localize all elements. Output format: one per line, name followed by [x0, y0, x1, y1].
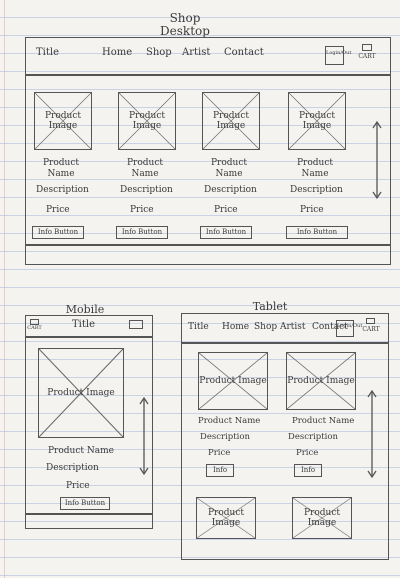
tablet-product-image: Product Image — [292, 497, 352, 539]
desktop-cart-label: CART — [358, 53, 376, 60]
desktop-scroll-arrow[interactable] — [371, 120, 383, 200]
product-price: Price — [208, 448, 231, 458]
product-name: Product Name — [198, 416, 261, 426]
desktop-product-image: Product Image — [202, 92, 260, 150]
product-description: Description — [36, 185, 89, 195]
login-label: Login/Out — [326, 50, 352, 56]
product-name: Product Name — [292, 416, 355, 426]
tablet-product-image: Product Image — [286, 352, 356, 410]
product-description: Description — [200, 432, 250, 442]
mobile-cart-icon[interactable] — [30, 319, 39, 325]
image-cross-lines — [287, 353, 355, 409]
mobile-menu-icon[interactable] — [129, 320, 143, 329]
product-price: Price — [214, 205, 238, 215]
product-price: Price — [296, 448, 319, 458]
image-cross-lines — [119, 93, 175, 149]
desktop-nav-title[interactable]: Title — [36, 47, 60, 58]
desktop-product-image: Product Image — [34, 92, 92, 150]
info-button[interactable]: Info Button — [116, 226, 168, 239]
product-price: Price — [66, 481, 90, 491]
tablet-nav-title[interactable]: Title — [188, 322, 209, 332]
desktop-nav-artist[interactable]: Artist — [182, 47, 211, 58]
mobile-header-divider — [26, 336, 152, 338]
product-image-label: Product Image — [304, 508, 340, 528]
info-button[interactable]: Info Button — [32, 226, 84, 239]
tablet-frame: Title Home Shop Artist Contact Login/Out… — [181, 313, 389, 560]
product-image-label: Product Image — [213, 111, 249, 131]
product-image-label: Product Image — [299, 111, 335, 131]
tablet-login-button[interactable]: Login/Out — [336, 320, 363, 337]
desktop-nav-home[interactable]: Home — [102, 47, 133, 58]
info-button[interactable]: Info — [294, 464, 322, 477]
shop-heading: Shop — [169, 11, 201, 25]
desktop-frame: Title Home Shop Artist Contact Login/Out… — [25, 37, 391, 265]
tablet-cart-icon[interactable] — [366, 318, 375, 324]
desktop-footer-divider — [26, 244, 390, 246]
product-image-label: Product Image — [287, 376, 355, 386]
desktop-product-image: Product Image — [118, 92, 176, 150]
desktop-nav-shop[interactable]: Shop — [146, 47, 172, 58]
image-cross-lines — [203, 93, 259, 149]
mobile-cart-label: CART — [27, 325, 42, 331]
product-image-label: Product Image — [47, 388, 115, 398]
info-button[interactable]: Info — [206, 464, 234, 477]
tablet-heading: Tablet — [252, 300, 288, 313]
tablet-nav-home[interactable]: Home — [222, 322, 250, 332]
desktop-product-image: Product Image — [288, 92, 346, 150]
notebook-margin — [4, 0, 5, 578]
product-name: Product Name — [127, 158, 163, 179]
info-button[interactable]: Info Button — [286, 226, 348, 239]
tablet-nav-shop[interactable]: Shop — [254, 322, 278, 332]
tablet-nav-artist[interactable]: Artist — [280, 322, 306, 332]
tablet-scroll-arrow[interactable] — [366, 389, 378, 479]
image-cross-lines — [293, 498, 351, 538]
mobile-product-image: Product Image — [38, 348, 124, 438]
product-name: Product Name — [43, 158, 79, 179]
desktop-heading: Desktop — [160, 24, 210, 38]
image-cross-lines — [197, 498, 255, 538]
product-description: Description — [288, 432, 338, 442]
tablet-nav-contact[interactable]: Contact — [312, 322, 348, 332]
product-description: Description — [46, 463, 99, 473]
mobile-footer-divider — [26, 513, 152, 515]
desktop-header-divider — [26, 74, 390, 76]
product-description: Description — [204, 185, 257, 195]
login-label: Login/Out — [337, 323, 363, 329]
product-description: Description — [290, 185, 343, 195]
info-button[interactable]: Info Button — [60, 497, 110, 510]
product-price: Price — [46, 205, 70, 215]
image-cross-lines — [289, 93, 345, 149]
product-description: Description — [120, 185, 173, 195]
product-image-label: Product Image — [45, 111, 81, 131]
tablet-product-image: Product Image — [196, 497, 256, 539]
mobile-scroll-arrow[interactable] — [138, 396, 150, 476]
product-name: Product Name — [211, 158, 247, 179]
tablet-header-divider — [182, 342, 388, 344]
info-button[interactable]: Info Button — [200, 226, 252, 239]
image-cross-lines — [35, 93, 91, 149]
product-price: Price — [300, 205, 324, 215]
tablet-cart-label: CART — [362, 326, 380, 333]
product-image-label: Product Image — [129, 111, 165, 131]
product-image-label: Product Image — [199, 376, 267, 386]
mobile-title: Title — [72, 319, 96, 330]
product-price: Price — [130, 205, 154, 215]
image-cross-lines — [39, 349, 123, 437]
product-name: Product Name — [48, 446, 114, 456]
desktop-nav-contact[interactable]: Contact — [224, 47, 264, 58]
mobile-heading: Mobile — [65, 303, 105, 316]
desktop-cart-icon[interactable] — [362, 44, 372, 51]
tablet-product-image: Product Image — [198, 352, 268, 410]
image-cross-lines — [199, 353, 267, 409]
desktop-login-button[interactable]: Login/Out — [325, 46, 352, 65]
product-image-label: Product Image — [208, 508, 244, 528]
product-name: Product Name — [297, 158, 333, 179]
